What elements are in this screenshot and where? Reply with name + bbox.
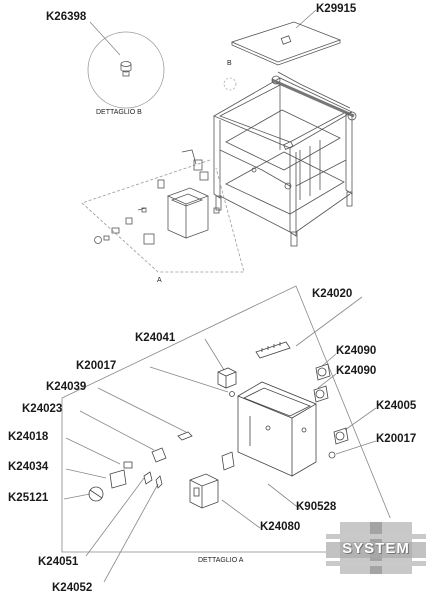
part-code-k20017-b: K20017 — [376, 433, 417, 445]
part-code-k26398: K26398 — [46, 11, 87, 23]
part-code-k25121: K25121 — [8, 492, 49, 504]
caption-dettaglio-a: DETTAGLIO A — [198, 557, 244, 564]
part-code-k24039: K24039 — [46, 381, 87, 393]
knob-detail-b — [120, 61, 132, 77]
system-logo-graphic — [326, 518, 426, 578]
caption-dettaglio-b: DETTAGLIO B — [96, 109, 142, 116]
system-logo-text: SYSTEM — [342, 540, 410, 557]
part-code-k20017-a: K20017 — [76, 360, 117, 372]
part-code-k24090-b: K24090 — [336, 365, 377, 377]
part-code-k24041: K24041 — [135, 332, 176, 344]
caption-marker-a: A — [157, 277, 162, 284]
top-plate — [230, 21, 342, 66]
part-code-k90528: K90528 — [296, 501, 337, 513]
caption-marker-b: B — [227, 60, 232, 67]
system-logo: SYSTEM — [326, 518, 426, 578]
part-code-k24051: K24051 — [38, 556, 79, 568]
parts-preview-upper — [94, 149, 220, 245]
cabinet-frame — [213, 71, 357, 247]
part-code-k24018: K24018 — [8, 431, 49, 443]
detail-a-frame — [61, 285, 405, 553]
detail-b-circle — [87, 31, 165, 109]
parts-detail-a — [88, 341, 349, 509]
part-code-k24090-a: K24090 — [336, 345, 377, 357]
part-code-k24020: K24020 — [312, 288, 353, 300]
part-code-k24052: K24052 — [52, 582, 93, 594]
part-code-k24034: K24034 — [8, 461, 49, 473]
part-code-k29915: K29915 — [316, 3, 357, 15]
part-code-k24023: K24023 — [22, 403, 63, 415]
part-code-k24005: K24005 — [376, 400, 417, 412]
marker-b-circle — [223, 77, 237, 91]
part-code-k24080: K24080 — [260, 521, 301, 533]
